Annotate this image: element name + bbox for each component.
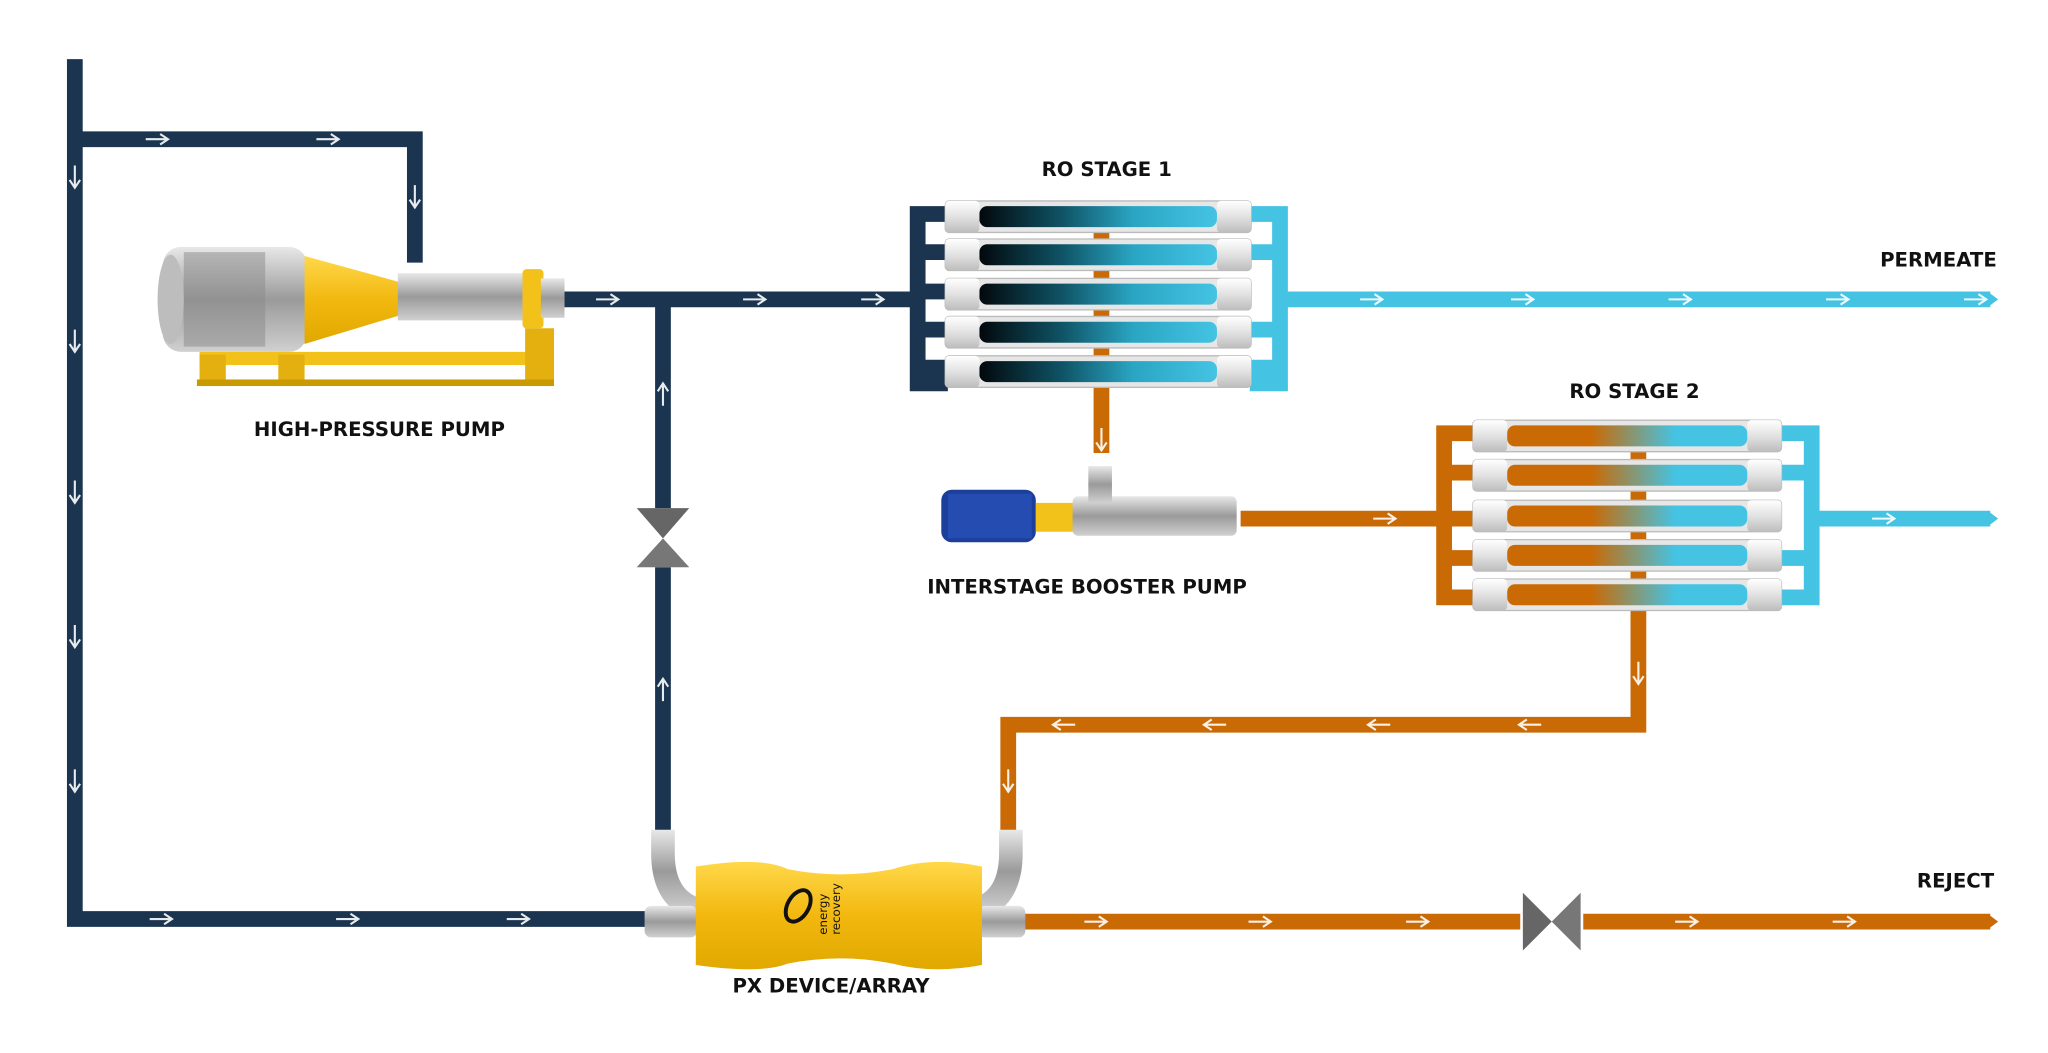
ro-stage-2-label: RO STAGE 2 [1569, 380, 1699, 403]
membrane-vessel-icon [1472, 499, 1783, 533]
high-pressure-pump[interactable] [157, 246, 565, 387]
flow-arrow-icon [408, 185, 421, 210]
ro1-inlet-manifold [909, 206, 948, 392]
membrane-vessel-icon [1472, 538, 1783, 572]
hp-pump-feed-pipe [74, 131, 423, 263]
flow-arrow-icon [1366, 718, 1391, 731]
permeate-label: PERMEATE [1880, 249, 1997, 272]
flow-arrow-icon [336, 912, 361, 926]
flow-arrow-icon [1832, 915, 1857, 928]
ro2-permeate-manifold [1780, 425, 1820, 606]
flow-arrow-icon [1872, 512, 1897, 525]
flow-arrow-icon [1050, 718, 1076, 731]
flow-arrow-icon [1002, 769, 1015, 794]
flow-arrow-icon [1675, 915, 1700, 928]
membrane-vessel-icon [944, 238, 1252, 272]
reject-arrow-tip [1987, 913, 1999, 930]
membrane-vessel-icon [944, 277, 1252, 311]
ro-stage-2[interactable] [1472, 419, 1783, 612]
permeate-pipes [1249, 206, 1999, 606]
flow-arrow-icon [1511, 293, 1536, 306]
px-device-label: PX DEVICE/ARRAY [732, 975, 930, 998]
flow-arrow-icon [1084, 915, 1109, 928]
px-device[interactable]: energy recovery [644, 829, 1026, 970]
flow-arrow-icon [1963, 293, 1989, 306]
flow-arrows [68, 133, 1989, 928]
flow-arrow-icon [1360, 293, 1385, 306]
flow-arrow-icon [1632, 661, 1645, 686]
flow-arrow-icon [506, 912, 531, 926]
seawater-pipes [66, 59, 948, 927]
flow-arrow-icon [145, 133, 170, 146]
flow-arrow-icon [1826, 293, 1851, 306]
flow-arrow-icon [68, 480, 81, 505]
interstage-booster-pump[interactable] [941, 466, 1237, 543]
flow-arrow-icon [68, 769, 81, 794]
high-pressure-pump-label: HIGH-PRESSURE PUMP [254, 418, 505, 441]
permeate-arrow-tip [1987, 291, 1999, 308]
svg-text:energy: energy [816, 894, 830, 935]
membrane-vessel-icon [1472, 578, 1783, 612]
flow-arrow-icon [1373, 512, 1398, 525]
membrane-vessel-icon [944, 355, 1252, 388]
svg-text:recovery: recovery [829, 883, 843, 935]
flow-arrow-icon [1095, 428, 1108, 453]
membrane-vessel-icon [944, 200, 1252, 234]
main-feed-pipe [66, 59, 650, 927]
flow-arrow-icon [316, 133, 341, 146]
booster-pump-label: INTERSTAGE BOOSTER PUMP [927, 575, 1247, 598]
flow-arrow-icon [68, 329, 81, 354]
flow-arrow-icon [743, 293, 768, 306]
valve-icon[interactable] [636, 508, 690, 568]
membrane-vessel-icon [1472, 419, 1783, 453]
brine-return-pipe [1000, 610, 1647, 834]
flow-arrow-icon [1201, 718, 1227, 731]
flow-arrow-icon [68, 165, 81, 190]
ro-stage-1[interactable] [944, 200, 1252, 388]
energy-recovery-logo: energy recovery [783, 883, 843, 935]
membrane-vessel-icon [1472, 458, 1783, 492]
reject-label: REJECT [1917, 870, 1995, 893]
flow-arrow-icon [656, 676, 670, 702]
flow-arrow-icon [656, 381, 670, 406]
ro2-permeate-arrow-tip [1987, 510, 1999, 527]
flow-arrow-icon [861, 293, 886, 306]
flow-arrow-icon [1248, 915, 1273, 928]
flow-arrow-icon [596, 293, 621, 306]
flow-arrow-icon [1517, 718, 1542, 731]
flow-arrow-icon [68, 624, 81, 650]
ro-stage-1-label: RO STAGE 1 [1042, 158, 1172, 181]
membrane-vessel-icon [944, 315, 1252, 349]
ro2-inlet-manifold [1436, 425, 1476, 606]
reject-valve-icon[interactable] [1522, 892, 1581, 951]
flow-arrow-icon [1406, 915, 1431, 928]
flow-arrow-icon [1668, 293, 1693, 306]
flow-arrow-icon [149, 912, 174, 926]
ro1-permeate-manifold [1249, 206, 1288, 392]
